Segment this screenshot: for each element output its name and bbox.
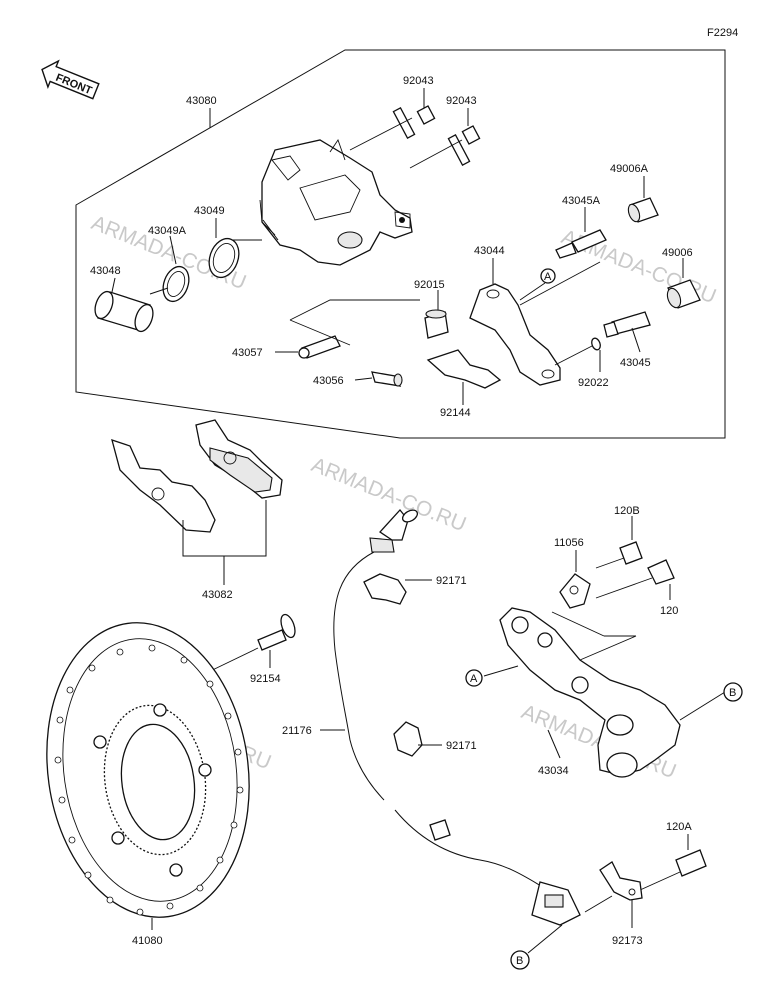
- guide-line: [554, 345, 593, 366]
- part-label: 92043: [446, 95, 477, 107]
- callout-a-circle: [540, 268, 556, 284]
- piston: [94, 290, 154, 333]
- caliper-body: [259, 138, 413, 266]
- part-label: 92015: [414, 279, 445, 291]
- part-label: 49006: [662, 247, 693, 259]
- slide-pin-43045: [603, 311, 651, 353]
- part-label: 43045A: [562, 195, 601, 207]
- callout-b-circle: [723, 682, 743, 702]
- front-arrow-icon: FRONT: [41, 59, 100, 100]
- part-label: 92022: [578, 377, 609, 389]
- brake-pads-43082: [111, 419, 283, 585]
- guide-line: [289, 299, 420, 321]
- bracket-43044: [469, 258, 561, 386]
- callout-b-circle: [510, 950, 530, 970]
- part-label: 43082: [202, 589, 233, 601]
- part-label: 43080: [186, 95, 217, 107]
- bleeder-cap-43057: [275, 335, 341, 359]
- guide-line: [519, 261, 601, 306]
- part-label: 43056: [313, 375, 344, 387]
- callout-a: A: [470, 673, 478, 685]
- sleeve-92015: [424, 290, 449, 339]
- part-label: 92171: [446, 740, 477, 752]
- callout-a-circle: [465, 669, 483, 687]
- part-label: 43057: [232, 347, 263, 359]
- bolt-120: [595, 559, 675, 600]
- caliper-group-frame: [75, 49, 726, 439]
- part-label: 120: [660, 605, 678, 617]
- clamp-92171-lower: [393, 721, 442, 757]
- part-label: 43049: [194, 205, 225, 217]
- leader: [111, 277, 116, 293]
- figure-code: F2294: [707, 27, 738, 39]
- part-label: 43048: [90, 265, 121, 277]
- part-label: 92171: [436, 575, 467, 587]
- bolt-92043-left: [349, 88, 436, 151]
- bolt-92154: [199, 613, 296, 677]
- leader: [149, 287, 169, 295]
- part-label: 43049A: [148, 225, 187, 237]
- guide-line: [289, 319, 351, 346]
- part-label: 41080: [132, 935, 163, 947]
- seal-43049a: [162, 265, 190, 303]
- part-label: 120A: [666, 821, 692, 833]
- sensor-21176: [320, 508, 581, 926]
- holder-43034: [483, 607, 726, 778]
- part-label: 21176: [282, 725, 312, 737]
- part-label: 43045: [620, 357, 651, 369]
- pin-boot-49006: [666, 258, 701, 309]
- part-label: 49006A: [610, 163, 649, 175]
- part-label: 11056: [554, 537, 584, 549]
- bolt-92043-right: [409, 108, 481, 169]
- bolt-120a: [639, 834, 707, 891]
- plate-92173: [584, 861, 643, 928]
- clamp-92171-top: [363, 573, 432, 605]
- disc-holes: [54, 644, 244, 916]
- leader: [527, 924, 563, 954]
- bolt-120b: [595, 516, 643, 569]
- bleeder-valve-43056: [354, 371, 403, 387]
- part-label: 92154: [250, 673, 281, 685]
- brake-disc-41080: [46, 622, 250, 930]
- guide-line: [519, 282, 546, 301]
- part-label: 120B: [614, 505, 640, 517]
- bleeder-43045a: [555, 207, 607, 259]
- bracket-11056: [559, 550, 591, 609]
- leader: [262, 219, 279, 241]
- part-label: 92043: [403, 75, 434, 87]
- washer-92022: [591, 337, 601, 372]
- spring-92144: [426, 349, 502, 405]
- callout-a: A: [544, 271, 552, 283]
- leader: [169, 235, 177, 265]
- cap-49006a: [627, 176, 659, 223]
- part-label: 43044: [474, 245, 505, 257]
- part-label: 43034: [538, 765, 569, 777]
- callout-b: B: [729, 687, 736, 699]
- part-label: 92144: [440, 407, 471, 419]
- callout-b: B: [516, 955, 523, 967]
- part-label: 92173: [612, 935, 643, 947]
- seal-43049: [208, 237, 240, 279]
- part-labels: 43080 92043 92043 49006A 43049 43049A 43…: [90, 75, 693, 947]
